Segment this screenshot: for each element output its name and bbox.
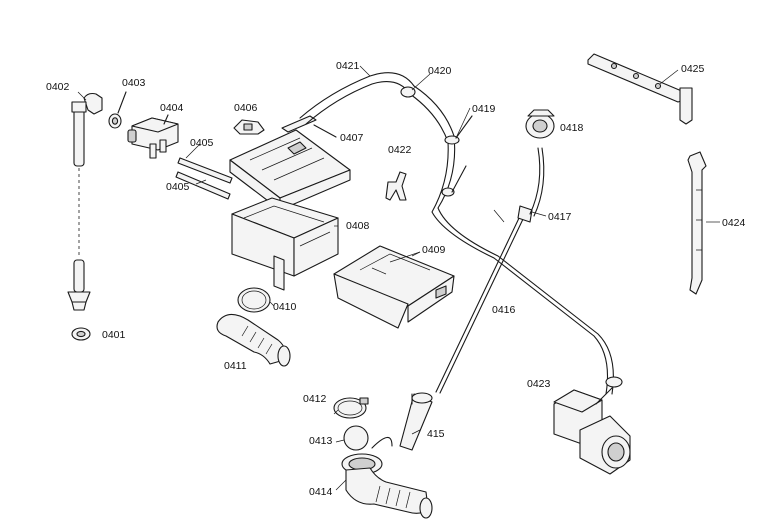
part-0401-seal — [71, 327, 91, 341]
part-0415-pressure-chamber — [399, 392, 433, 451]
part-0404-valve — [127, 114, 179, 159]
label-0402: 0402 — [46, 81, 70, 93]
label-0404: 0404 — [160, 102, 184, 114]
part-0409-detergent-drawer — [333, 245, 455, 329]
label-0403: 0403 — [122, 77, 146, 89]
part-0403-filter-ring — [108, 91, 127, 129]
label-0407: 0407 — [340, 132, 364, 144]
label-0418: 0418 — [560, 122, 584, 134]
part-0406-lever — [233, 119, 265, 135]
part-0413-ball — [343, 425, 369, 451]
part-0416-pressure-hose — [435, 147, 545, 394]
part-0411-bellows-hose — [216, 313, 291, 367]
label-0417: 0417 — [548, 211, 572, 223]
label-0405-lower: 0405 — [166, 181, 190, 193]
part-labels: 0402 0403 0404 0405 0405 0406 0407 0408 … — [46, 60, 746, 498]
part-0410-ring — [237, 287, 271, 313]
part-0423-drain-pump — [553, 387, 631, 475]
label-0414: 0414 — [309, 486, 333, 498]
label-0406: 0406 — [234, 102, 258, 114]
label-0423: 0423 — [527, 378, 551, 390]
label-0419: 0419 — [472, 103, 496, 115]
label-0411: 0411 — [224, 360, 247, 372]
part-0412-clamp — [333, 397, 369, 419]
label-0424: 0424 — [722, 217, 746, 229]
part-0420-pipe-assembly — [299, 72, 623, 395]
label-0415: 415 — [427, 428, 445, 440]
part-0414-sump-hose — [341, 436, 433, 519]
label-0416: 0416 — [492, 304, 516, 316]
part-0408-dispenser-housing — [231, 197, 339, 291]
label-0412: 0412 — [303, 393, 327, 405]
label-0420: 0420 — [428, 65, 452, 77]
part-0405-rods — [175, 157, 233, 200]
part-0402-inlet-hose — [67, 92, 103, 311]
label-0425: 0425 — [681, 63, 705, 75]
part-0422-clip — [385, 171, 407, 201]
label-0409: 0409 — [422, 244, 446, 256]
label-0422: 0422 — [388, 144, 412, 156]
part-0407-dispenser-cover — [229, 115, 351, 211]
label-0401: 0401 — [102, 329, 126, 341]
label-0413: 0413 — [309, 435, 333, 447]
part-0418-pressure-switch — [525, 109, 555, 139]
part-0425-top-rail — [587, 53, 693, 125]
label-0405-upper: 0405 — [190, 137, 214, 149]
part-0424-side-rail — [687, 151, 707, 295]
label-0408: 0408 — [346, 220, 370, 232]
label-0410: 0410 — [273, 301, 297, 313]
label-0421: 0421 — [336, 60, 360, 72]
leader-lines — [77, 65, 720, 491]
